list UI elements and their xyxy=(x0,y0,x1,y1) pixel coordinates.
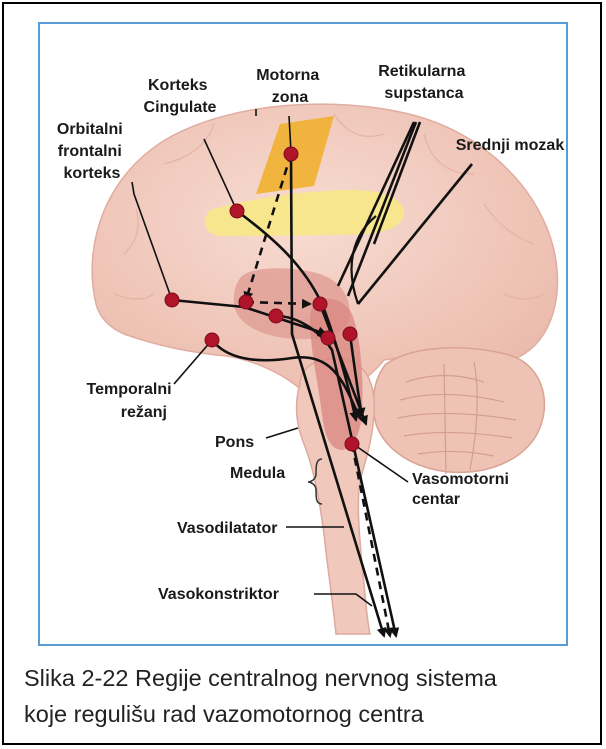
caption-line-1: Slika 2-22 Regije centralnog nervnog sis… xyxy=(24,660,594,696)
figure-caption: Slika 2-22 Regije centralnog nervnog sis… xyxy=(24,660,594,732)
label-vasodilator: Vasodilatator xyxy=(177,520,277,537)
label-motor-zone: Motorna zona xyxy=(256,67,324,106)
node-motor-zone xyxy=(284,147,298,161)
node-thalamus-c xyxy=(269,309,283,323)
label-cingulate-cortex: Korteks Cingulate xyxy=(144,77,217,116)
label-orbitofrontal-cortex: Orbitalni frontalni korteks xyxy=(57,121,127,182)
label-vasoconstrictor: Vasokonstriktor xyxy=(158,586,279,603)
node-midbrain-b xyxy=(343,327,357,341)
label-medulla: Medula xyxy=(230,465,285,482)
cerebellum xyxy=(373,348,544,473)
brain-diagram: Motorna zona Korteks Cingulate Retikular… xyxy=(4,4,604,654)
label-vasomotor-center: Vasomotorni centar xyxy=(412,471,513,508)
node-thalamus-b xyxy=(313,297,327,311)
label-midbrain: Srednji mozak xyxy=(456,137,565,154)
caption-line-2: koje regulišu rad vazomotornog centra xyxy=(24,696,594,732)
label-pons: Pons xyxy=(215,434,254,451)
node-orbitofrontal xyxy=(165,293,179,307)
label-temporal-lobe: Temporalni režanj xyxy=(87,381,177,421)
node-thalamus-a xyxy=(239,295,253,309)
node-vasomotor xyxy=(345,437,359,451)
node-cingulate xyxy=(230,204,244,218)
label-reticular-substance: Retikularna supstanca xyxy=(378,63,470,102)
node-midbrain-a xyxy=(321,331,335,345)
node-temporal xyxy=(205,333,219,347)
